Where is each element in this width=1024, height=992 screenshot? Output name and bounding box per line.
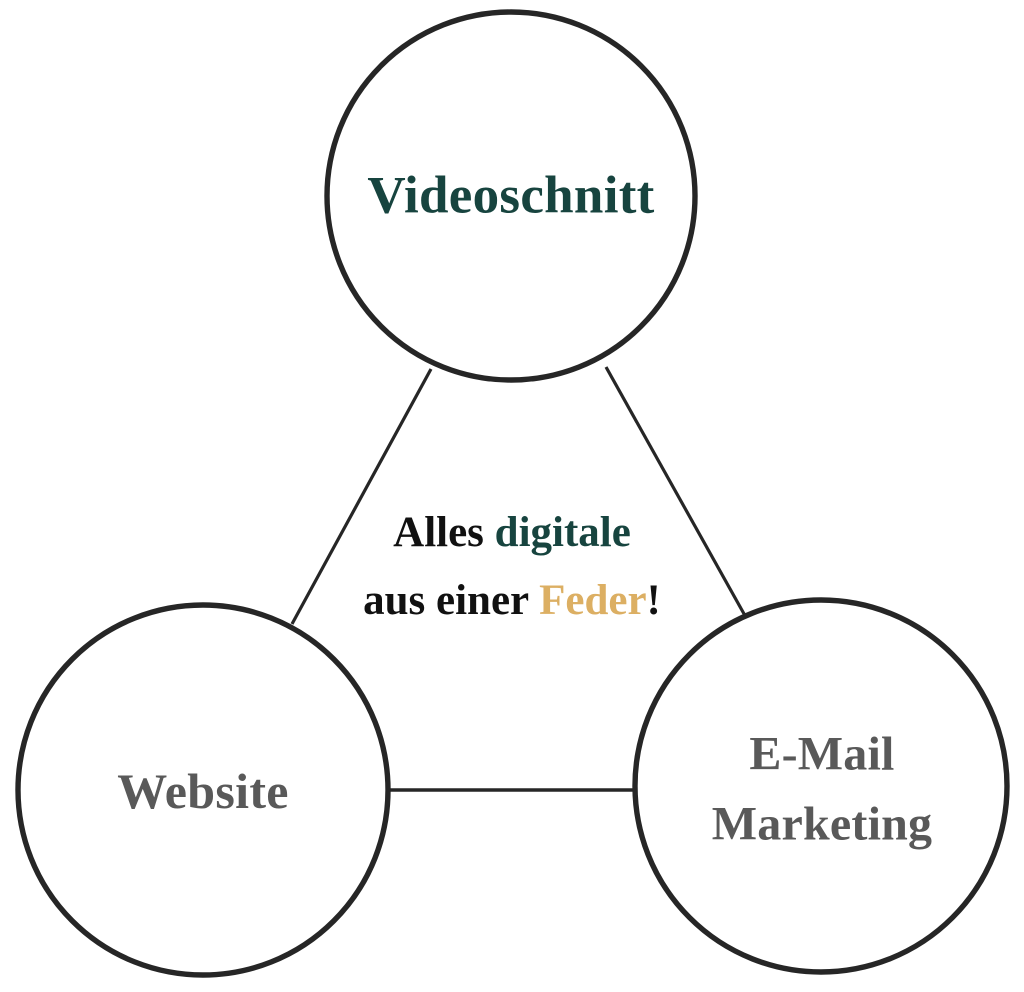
node-label-videoschnitt: Videoschnitt [367, 166, 655, 225]
tagline-feder: Feder [539, 577, 647, 624]
connector-videoschnitt-email-marketing [604, 366, 750, 622]
tagline-exclamation: ! [646, 577, 661, 624]
node-circle-videoschnitt[interactable] [324, 9, 698, 383]
tagline-line-2: aus einer Feder! [363, 567, 661, 635]
tagline-line-1: Alles digitale [363, 499, 661, 567]
node-label-email-marketing-line-2: Marketing [711, 797, 933, 850]
tagline-alles: Alles [393, 509, 495, 557]
center-tagline: Alles digitale aus einer Feder! [363, 499, 661, 635]
node-circle-email-marketing[interactable] [632, 597, 1010, 975]
tagline-aus-einer: aus einer [363, 577, 540, 624]
node-label-website: Website [117, 763, 289, 819]
tagline-digitale: digitale [494, 509, 631, 557]
node-label-email-marketing-line-1: E-Mail [749, 727, 895, 781]
node-label-email-marketing: E-Mail Marketing [712, 719, 932, 858]
connector-videoschnitt-website [290, 368, 433, 625]
node-circle-website[interactable] [15, 602, 391, 978]
